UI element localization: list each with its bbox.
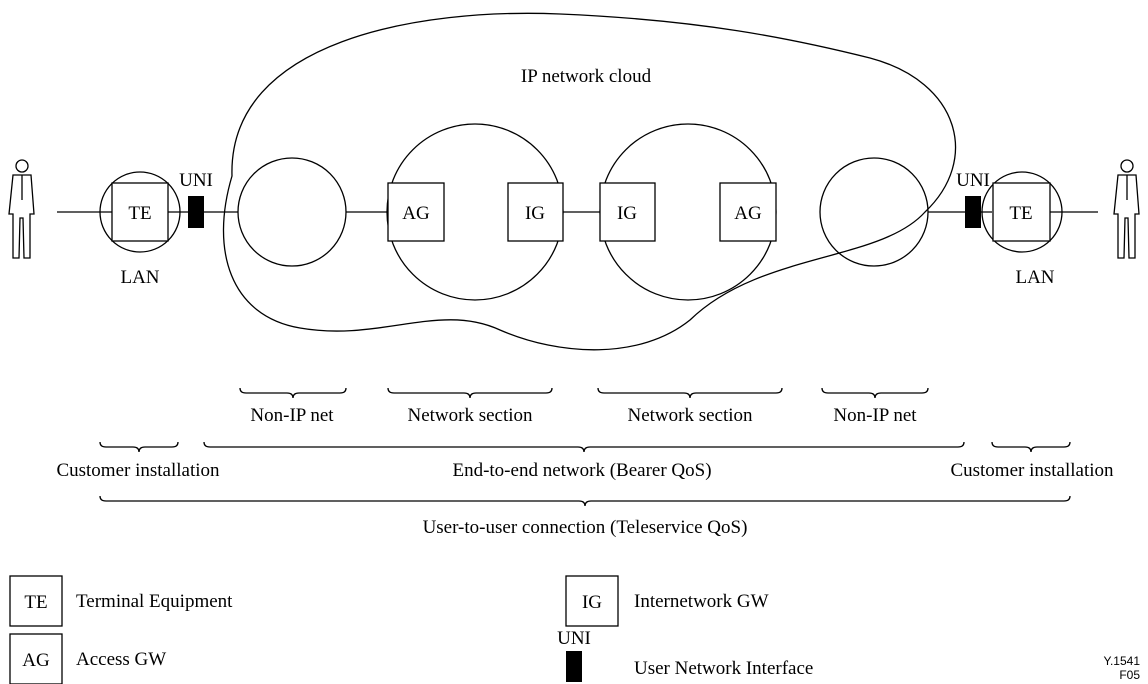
brace-label-customer-right: Customer installation [950,460,1114,481]
lan-right-circle [981,171,1063,253]
te-left-box [111,182,169,242]
figure-id-line1: Y.1541 [1104,654,1141,668]
non-ip-left-circle [237,157,347,267]
brace-label-network-section-1: Network section [407,405,533,426]
ig-left-label: IG [525,203,545,224]
legend: TE Terminal Equipment AG Access GW IG In… [9,575,813,684]
ag-left-label: AG [402,203,430,224]
brace-customer-left [99,441,179,453]
brace-non-ip-left [239,387,347,399]
brace-customer-right [991,441,1071,453]
brace-label-non-ip-left: Non-IP net [250,405,334,426]
ip-network-cloud [222,12,957,351]
ig-left-box [507,182,564,242]
te-left-label: TE [128,203,151,224]
legend-ag-desc: Access GW [76,649,166,670]
ag-left-box [387,182,445,242]
brace-network-section-1 [387,387,553,399]
ig-right-box [599,182,656,242]
lan-right-label: LAN [1015,267,1054,288]
legend-te-box [9,575,63,627]
legend-te-desc: Terminal Equipment [76,591,233,612]
braces-group [99,387,1071,507]
legend-uni-marker [566,651,582,682]
brace-label-network-section-2: Network section [627,405,753,426]
brace-label-customer-left: Customer installation [56,460,220,481]
uni-right-label: UNI [956,170,990,191]
legend-ig-abbr: IG [582,592,602,613]
brace-network-section-2 [597,387,783,399]
legend-te-abbr: TE [24,592,47,613]
cloud-label: IP network cloud [521,66,652,87]
lan-left-label: LAN [120,267,159,288]
brace-user-to-user [99,495,1071,507]
lan-left-circle [99,171,181,253]
uni-right-marker [965,196,981,228]
ig-right-label: IG [617,203,637,224]
brace-label-non-ip-right: Non-IP net [833,405,917,426]
te-right-label: TE [1009,203,1032,224]
legend-ig-desc: Internetwork GW [634,591,769,612]
brace-label-user-to-user: User-to-user connection (Teleservice QoS… [423,517,748,538]
person-left-icon [8,159,35,259]
person-right-icon [1113,159,1140,259]
legend-uni-abbr: UNI [557,628,591,649]
legend-ag-abbr: AG [22,650,50,671]
legend-ig-box [565,575,619,627]
ag-right-box [719,182,777,242]
te-right-box [992,182,1051,242]
legend-uni-desc: User Network Interface [634,658,813,679]
uni-left-marker [188,196,204,228]
figure-id-line2: F05 [1119,668,1140,682]
brace-end-to-end [203,441,965,453]
uni-left-label: UNI [179,170,213,191]
legend-ag-box [9,633,63,684]
non-ip-right-circle [819,157,929,267]
ag-right-label: AG [734,203,762,224]
brace-label-end-to-end: End-to-end network (Bearer QoS) [452,460,711,481]
brace-non-ip-right [821,387,929,399]
